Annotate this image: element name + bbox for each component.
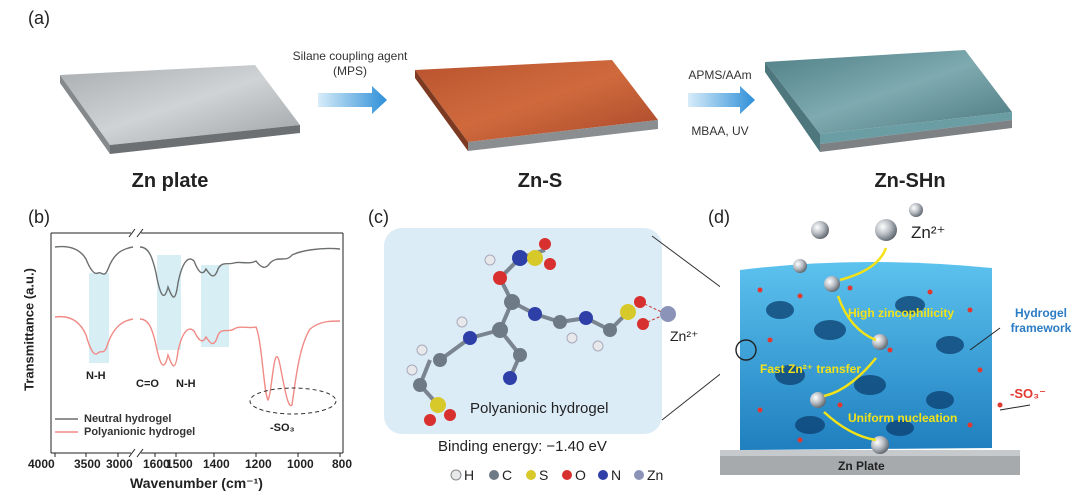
zn-shn-plate-image bbox=[765, 50, 1012, 152]
axis-break-bottom bbox=[128, 448, 144, 458]
annotation-nh-1: N-H bbox=[86, 370, 106, 382]
panel-c-label: (c) bbox=[368, 207, 389, 227]
band-nh-2 bbox=[201, 265, 229, 347]
zn-plate-base-label: Zn Plate bbox=[838, 459, 885, 473]
feature-nucleation: Uniform nucleation bbox=[848, 411, 958, 425]
x-tick-3000: 3000 bbox=[106, 457, 133, 471]
atom-legend-swatches bbox=[450, 469, 644, 481]
panel-a-label: (a) bbox=[28, 8, 50, 28]
x-tick-1000: 1000 bbox=[287, 457, 314, 471]
so3-dots bbox=[757, 285, 1003, 443]
feature-fast-transfer: Fast Zn²⁺ transfer bbox=[760, 362, 862, 376]
axis-break-top bbox=[128, 228, 144, 238]
transport-arrows bbox=[823, 247, 888, 442]
legend-zn: Zn bbox=[647, 467, 664, 483]
panel-a-graphic bbox=[60, 50, 1012, 154]
feature-zincophilicity: High zincophilicity bbox=[848, 306, 955, 320]
framework-label: Hydrogel framework bbox=[1010, 306, 1072, 335]
ftir-chart bbox=[50, 228, 344, 458]
molecule-graphic bbox=[384, 228, 720, 481]
zn-plate-caption: Zn plate bbox=[131, 170, 209, 192]
y-axis-label: Transmittance (a.u.) bbox=[21, 268, 37, 391]
legend-h: H bbox=[464, 467, 475, 483]
x-ticks bbox=[54, 453, 341, 457]
process-arrow-1 bbox=[318, 86, 387, 114]
series-polyanionic bbox=[54, 315, 341, 407]
hydrogel-illustration bbox=[720, 203, 1031, 475]
band-co bbox=[157, 255, 181, 350]
zn-plate-base bbox=[720, 455, 1020, 475]
zoom-marker bbox=[735, 339, 757, 361]
legend-s: S bbox=[539, 467, 549, 483]
zn-label-c: Zn²⁺ bbox=[670, 328, 699, 344]
series-neutral bbox=[54, 245, 341, 298]
hydrogel-pores bbox=[766, 296, 964, 436]
x-tick-800: 800 bbox=[332, 457, 353, 471]
x-tick-1500: 1500 bbox=[166, 457, 193, 471]
so3-pointer bbox=[999, 404, 1031, 411]
legend-polyanionic-label: Polyanionic hydrogel bbox=[84, 426, 196, 438]
x-tick-3500: 3500 bbox=[74, 457, 101, 471]
binding-energy: Binding energy: −1.40 eV bbox=[438, 438, 607, 455]
legend-c: C bbox=[502, 467, 513, 483]
arrow1-top-label: Silane coupling agent bbox=[292, 49, 408, 63]
annotation-co: C=O bbox=[136, 378, 159, 390]
legend-neutral-label: Neutral hydrogel bbox=[84, 413, 172, 425]
so3-ellipse bbox=[249, 387, 337, 415]
framework-pointer bbox=[969, 327, 1001, 351]
panel-b-label: (b) bbox=[28, 207, 50, 227]
zn-s-caption: Zn-S bbox=[517, 170, 563, 192]
x-tick-4000: 4000 bbox=[28, 457, 55, 471]
zn-plate-image bbox=[60, 65, 300, 154]
zn-s-plate-image bbox=[415, 60, 658, 151]
annotation-so3: -SO₃ bbox=[270, 422, 295, 434]
zn-ions bbox=[793, 203, 923, 454]
x-tick-1400: 1400 bbox=[203, 457, 230, 471]
arrow2-bottom-label: MBAA, UV bbox=[691, 124, 749, 138]
arrow2-top-label: APMS/AAm bbox=[688, 68, 752, 82]
band-nh-1 bbox=[89, 273, 109, 363]
x-tick-1200: 1200 bbox=[245, 457, 272, 471]
zoom-line-bottom bbox=[661, 373, 720, 421]
x-tick-1600: 1600 bbox=[143, 457, 170, 471]
arrow1-bottom-label: (MPS) bbox=[333, 64, 367, 78]
process-arrow-2 bbox=[688, 86, 755, 114]
zn-shn-caption: Zn-SHn bbox=[874, 170, 946, 192]
panel-d-label: (d) bbox=[708, 207, 730, 227]
annotation-nh-2: N-H bbox=[176, 378, 196, 390]
zoom-line-top bbox=[651, 235, 720, 288]
molecule-background bbox=[384, 228, 662, 434]
legend-n: N bbox=[611, 467, 622, 483]
molecule-title: Polyanionic hydrogel bbox=[470, 400, 609, 417]
so3-label: -SO₃⁻ bbox=[1010, 386, 1046, 401]
zn-ion-label: Zn²⁺ bbox=[911, 223, 946, 242]
legend-o: O bbox=[575, 467, 586, 483]
molecule-atoms bbox=[406, 238, 649, 426]
zn-coordination bbox=[639, 301, 676, 325]
x-axis-label: Wavenumber (cm⁻¹) bbox=[130, 475, 263, 491]
